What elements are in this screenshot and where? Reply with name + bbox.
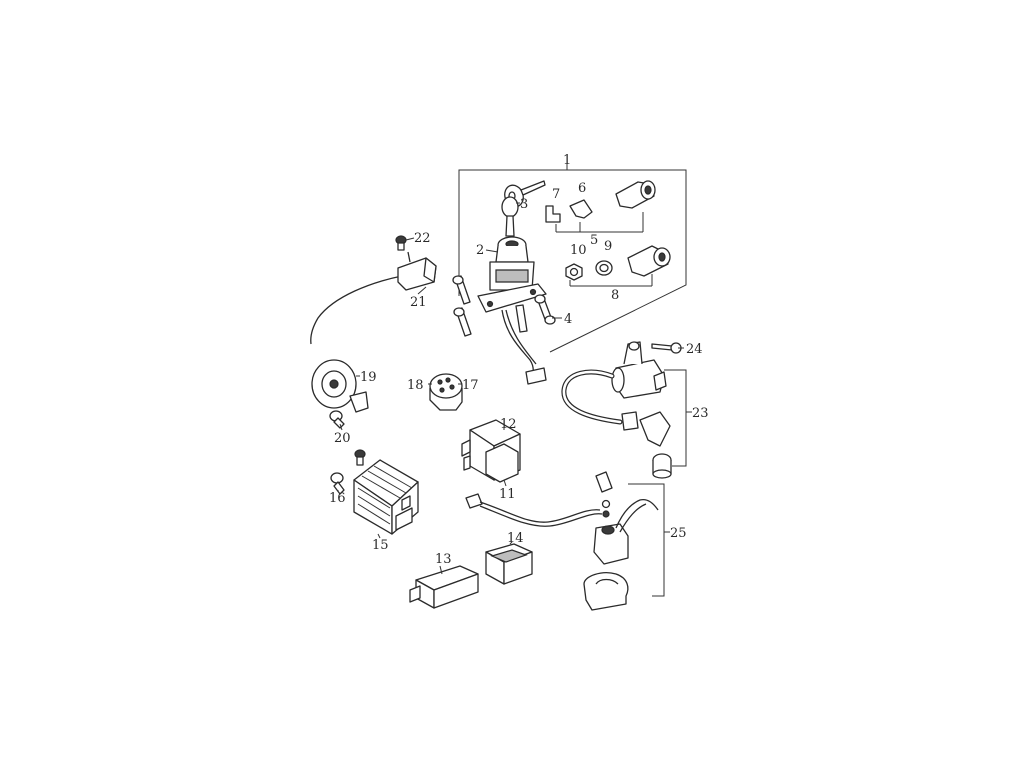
callout-24: 24 [686,342,703,357]
callout-13: 13 [435,552,452,567]
callout-8: 8 [611,288,619,303]
callout-3: 3 [520,197,528,212]
callout-15: 15 [372,538,389,553]
callout-22: 22 [414,231,431,246]
callout-10: 10 [570,243,587,258]
callout-9: 9 [604,239,612,254]
callout-23: 23 [692,406,709,421]
ignition-switch-part-2 [477,236,547,385]
callout-20: 20 [334,431,351,446]
relay-part-21 [310,251,437,345]
callout-14: 14 [507,531,524,546]
coil-bolt-part-24 [651,342,682,354]
bracket-group-1 [458,158,687,353]
callout-5: 5 [590,233,598,248]
starter-relay-part-25 [583,471,665,611]
callout-11: 11 [499,487,516,502]
callout-12: 12 [500,417,517,432]
wire-harness [465,493,603,527]
lock-nut-washer-parts-8-9-10 [565,245,671,287]
regulator-part-15 [353,459,419,535]
bolt-part-16 [330,449,366,495]
callout-6: 6 [578,181,586,196]
sleeve-part-14 [485,543,533,585]
leader-lines [337,202,692,575]
callout-17: 17 [462,378,479,393]
cdi-unit-part-13 [409,565,479,609]
relay-block-part-11-12 [461,419,521,483]
callout-25: 25 [670,526,687,541]
callout-16: 16 [329,491,346,506]
callout-1: 1 [563,153,571,168]
callout-18: 18 [407,378,424,393]
mounting-bolts-part-4 [452,275,556,337]
ignition-keys-part-3 [501,180,546,237]
bolt-part-20 [329,410,345,429]
flasher-part-17-18 [429,373,463,411]
ignition-coil-part-23 [561,341,687,479]
callout-labels: 1 2 3 4 5 6 7 8 9 10 11 12 13 14 15 16 1… [329,153,709,567]
callout-19: 19 [360,370,377,385]
callout-4: 4 [564,312,572,327]
callout-7: 7 [552,187,560,202]
seat-lock-parts-5-6-7 [545,180,656,233]
horn-part-19 [311,359,369,413]
callout-21: 21 [410,295,427,310]
callout-2: 2 [476,243,484,258]
bolt-part-22 [395,235,407,251]
